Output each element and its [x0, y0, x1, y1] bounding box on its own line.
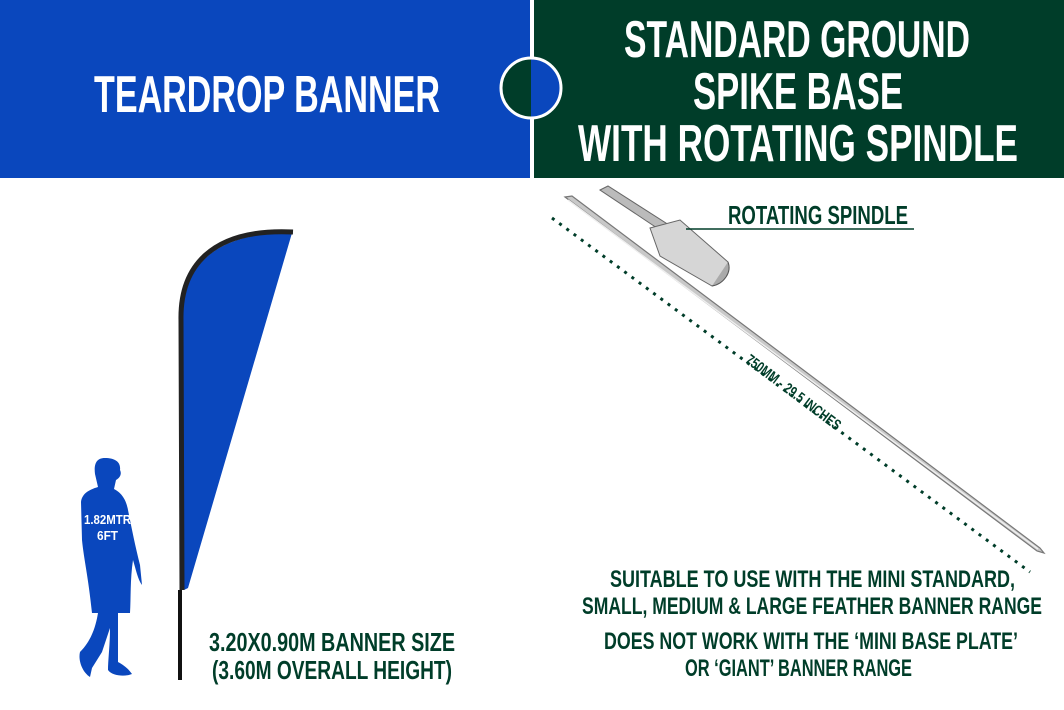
spike-title-line-2: SPIKE BASE [693, 63, 903, 121]
rotating-spindle-callout: ROTATING SPINDLE [728, 200, 908, 230]
spike-note-4: OR ‘GIANT’ BANNER RANGE [685, 655, 912, 682]
divider-circle [499, 56, 563, 120]
spike-note-2: SMALL, MEDIUM & LARGE FEATHER BANNER RAN… [582, 593, 1042, 620]
spike-title-line-1: STANDARD GROUND [624, 11, 970, 69]
spike-note-1: SUITABLE TO USE WITH THE MINI STANDARD, [610, 566, 1015, 593]
teardrop-title: TEARDROP BANNER [94, 66, 440, 124]
person-height-metric: 1.82MTR [84, 512, 132, 527]
teardrop-header: TEARDROP BANNER [0, 0, 530, 178]
banner-size-line-2: (3.60M OVERALL HEIGHT) [212, 655, 452, 685]
teardrop-banner-image [178, 229, 294, 680]
person-height-imperial: 6FT [97, 528, 118, 543]
spike-header: STANDARD GROUND SPIKE BASE WITH ROTATING… [534, 0, 1064, 178]
person-silhouette-icon [79, 458, 142, 677]
spike-note-3: DOES NOT WORK WITH THE ‘MINI BASE PLATE’ [604, 628, 1018, 655]
banner-size-line-1: 3.20X0.90M BANNER SIZE [209, 627, 455, 657]
ground-spike-image [563, 185, 1046, 555]
spike-title-line-3: WITH ROTATING SPINDLE [578, 115, 1018, 173]
dimension-dotted-line [551, 216, 1031, 574]
